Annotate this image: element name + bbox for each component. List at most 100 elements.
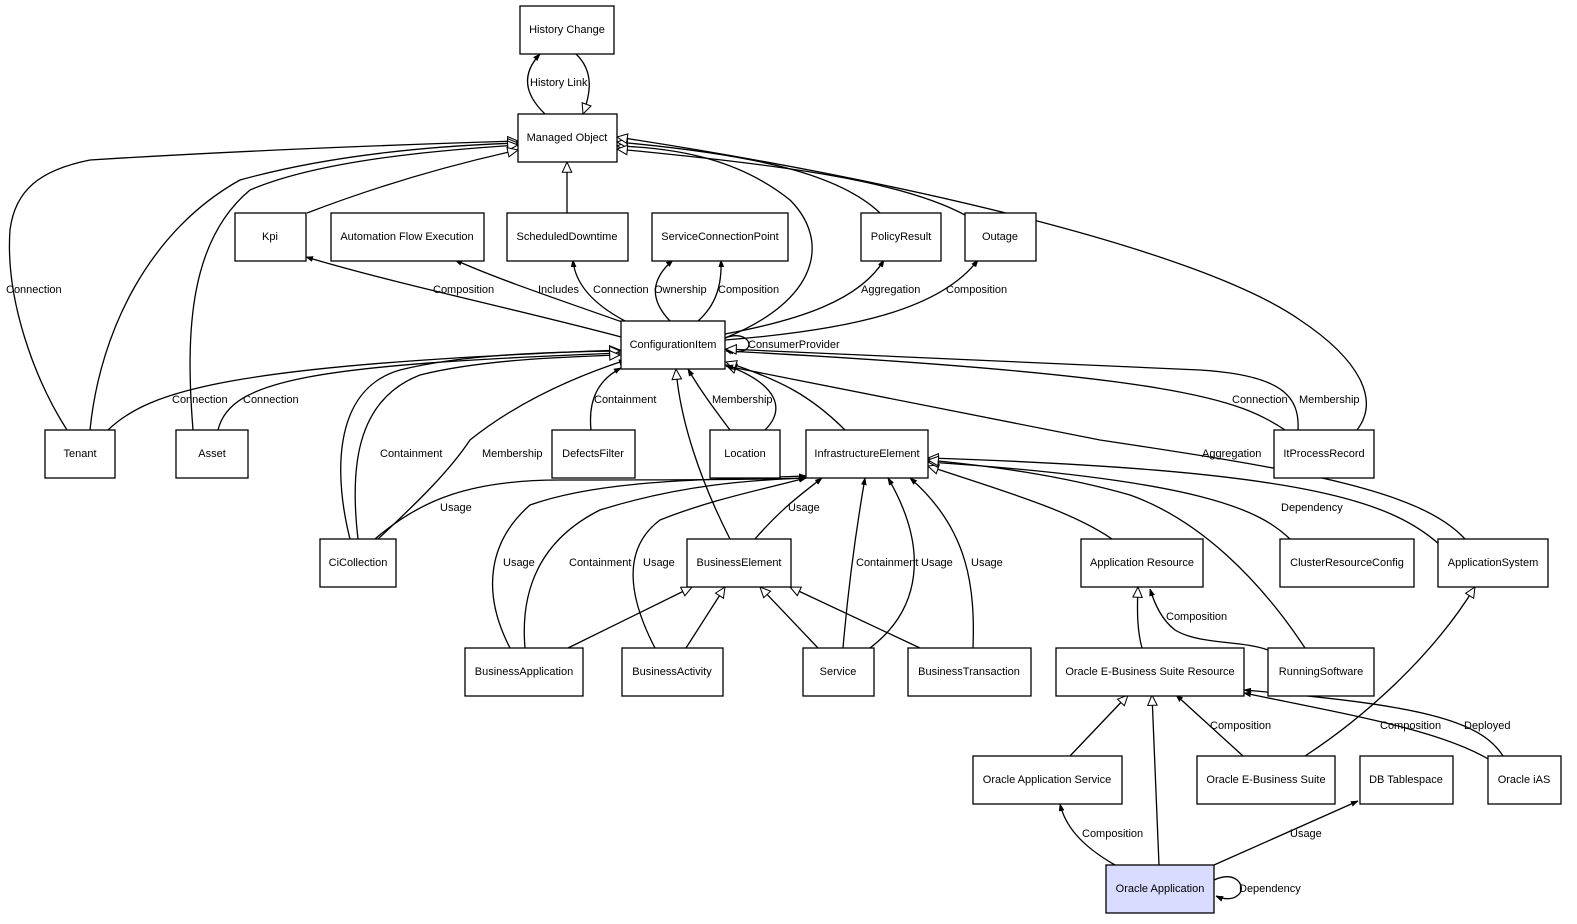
edge-bt-ie-usage: Usage — [910, 478, 1003, 649]
node-business-transaction[interactable]: BusinessTransaction — [907, 647, 1032, 697]
edge-bact-ie-usage: Usage — [632, 478, 806, 649]
svg-text:Automation Flow Execution: Automation Flow Execution — [340, 231, 473, 243]
node-outage[interactable]: Outage — [964, 212, 1037, 262]
edge-itpr-ci-connection: Connection — [726, 351, 1288, 431]
node-infrastructure-element[interactable]: InfrastructureElement — [805, 429, 929, 479]
edge-cicoll-ci-membership: Membership — [377, 359, 626, 540]
svg-text:BusinessApplication: BusinessApplication — [475, 666, 573, 678]
edge-tenant-ci: Connection — [107, 350, 620, 431]
edge-label-cicoll-membership: Membership — [482, 448, 543, 460]
node-history-change[interactable]: History Change — [519, 5, 615, 55]
edge-ci-sd: Connection — [573, 260, 649, 322]
node-service[interactable]: Service — [802, 647, 875, 697]
svg-text:History Change: History Change — [529, 24, 605, 36]
edge-label-cicoll-usage: Usage — [440, 502, 472, 514]
svg-text:ServiceConnectionPoint: ServiceConnectionPoint — [661, 231, 778, 243]
node-service-connection-point[interactable]: ServiceConnectionPoint — [651, 212, 789, 262]
edge-label-oa-composition: Composition — [1082, 828, 1143, 840]
node-db-tablespace[interactable]: DB Tablespace — [1359, 755, 1454, 805]
edge-label-asset-ci-connection: Connection — [243, 394, 299, 406]
edge-label-ba-containment: Containment — [569, 557, 631, 569]
edge-itpr-managed-object — [617, 137, 1367, 431]
node-oracle-ebs[interactable]: Oracle E-Business Suite — [1196, 755, 1336, 805]
edge-tenant-managed-object-connection: Connection — [6, 141, 518, 431]
edge-oa-dependency: Dependency — [1213, 876, 1301, 899]
edge-label-dependency-ie: Dependency — [1281, 502, 1343, 514]
node-kpi[interactable]: Kpi — [234, 212, 307, 262]
edge-cicoll-ie-usage: Usage — [374, 478, 806, 540]
edge-ci-afe: Includes — [455, 259, 626, 324]
edge-label-history-link: History Link — [530, 77, 588, 89]
edge-ar-ie — [928, 466, 1113, 540]
edge-label-kpi-composition: Composition — [433, 284, 494, 296]
edge-label-ebs-composition: Composition — [1210, 720, 1271, 732]
edge-as-ci: Aggregation — [726, 366, 1466, 540]
node-automation-flow-execution[interactable]: Automation Flow Execution — [330, 212, 485, 262]
edges: History Link Connection — [6, 54, 1510, 899]
edge-label-ias-deployed: Deployed — [1464, 720, 1510, 732]
svg-text:RunningSoftware: RunningSoftware — [1279, 666, 1363, 678]
node-oracle-application-service[interactable]: Oracle Application Service — [972, 755, 1123, 805]
node-policy-result[interactable]: PolicyResult — [860, 212, 942, 262]
edge-label-scp-composition: Composition — [718, 284, 779, 296]
edge-ci-pr: Aggregation — [724, 260, 920, 335]
edge-label-defects-containment: Containment — [594, 394, 656, 406]
node-business-activity[interactable]: BusinessActivity — [621, 647, 724, 697]
svg-text:Oracle Application Service: Oracle Application Service — [983, 774, 1111, 786]
edge-label-aggregation: Aggregation — [1202, 448, 1261, 460]
edge-label-cicoll-containment: Containment — [380, 448, 442, 460]
node-oracle-application[interactable]: Oracle Application — [1105, 864, 1215, 914]
node-oracle-ebs-resource[interactable]: Oracle E-Business Suite Resource — [1055, 647, 1245, 697]
edge-bt-be — [790, 586, 921, 649]
svg-text:Location: Location — [724, 448, 766, 460]
edge-cicoll-ci-containment — [340, 351, 620, 540]
node-tenant[interactable]: Tenant — [44, 429, 116, 479]
node-asset[interactable]: Asset — [175, 429, 249, 479]
edge-oa-oas: Composition — [1060, 804, 1143, 866]
edge-label-itpr-connection: Connection — [1232, 394, 1288, 406]
edge-ci-scp-ownership: Ownership — [654, 260, 707, 322]
node-application-system[interactable]: ApplicationSystem — [1437, 538, 1549, 588]
node-oracle-ias[interactable]: Oracle iAS — [1487, 755, 1562, 805]
svg-text:Kpi: Kpi — [262, 231, 278, 243]
svg-text:PolicyResult: PolicyResult — [871, 231, 932, 243]
svg-text:ItProcessRecord: ItProcessRecord — [1283, 448, 1364, 460]
svg-text:BusinessTransaction: BusinessTransaction — [918, 666, 1020, 678]
node-it-process-record[interactable]: ItProcessRecord — [1273, 429, 1375, 479]
edge-location-ci: Membership — [687, 369, 773, 431]
svg-text:Oracle E-Business Suite: Oracle E-Business Suite — [1206, 774, 1325, 786]
node-running-software[interactable]: RunningSoftware — [1267, 647, 1375, 697]
edge-service-ie-usage: Usage — [869, 478, 953, 649]
edge-label-outage-composition: Composition — [946, 284, 1007, 296]
node-business-element[interactable]: BusinessElement — [686, 538, 792, 588]
edge-be-ie-usage: Usage — [754, 478, 822, 540]
nodes: History Change Managed Object Kpi Automa… — [44, 5, 1562, 914]
node-location[interactable]: Location — [709, 429, 781, 479]
svg-text:Application Resource: Application Resource — [1090, 557, 1194, 569]
edge-ci-scp-composition: Composition — [697, 260, 779, 322]
node-cluster-resource-config[interactable]: ClusterResourceConfig — [1279, 538, 1415, 588]
svg-text:DefectsFilter: DefectsFilter — [562, 448, 624, 460]
node-business-application[interactable]: BusinessApplication — [464, 647, 584, 697]
edge-label-service-usage: Usage — [921, 557, 953, 569]
node-ci-collection[interactable]: CiCollection — [319, 538, 397, 588]
node-application-resource[interactable]: Application Resource — [1080, 538, 1204, 588]
edge-label-afe-includes: Includes — [538, 284, 579, 296]
edge-ebs-as — [1304, 587, 1475, 757]
svg-text:ConfigurationItem: ConfigurationItem — [630, 339, 717, 351]
edge-label-be-usage: Usage — [788, 502, 820, 514]
node-managed-object[interactable]: Managed Object — [517, 113, 618, 163]
node-configuration-item[interactable]: ConfigurationItem — [620, 320, 726, 370]
edge-label-pr-aggregation: Aggregation — [861, 284, 920, 296]
edge-label-consumer-provider: ConsumerProvider — [748, 339, 840, 351]
edge-label-ba-usage: Usage — [503, 557, 535, 569]
edge-service-be — [760, 587, 819, 649]
node-defects-filter[interactable]: DefectsFilter — [551, 429, 636, 479]
edge-asset-ci: Connection — [217, 353, 620, 431]
svg-text:CiCollection: CiCollection — [329, 557, 388, 569]
node-scheduled-downtime[interactable]: ScheduledDowntime — [506, 212, 629, 262]
edge-label-oa-dependency: Dependency — [1239, 883, 1301, 895]
edge-oa-dbt: Usage — [1213, 800, 1358, 866]
edge-rs-ar: Composition — [1149, 589, 1269, 651]
